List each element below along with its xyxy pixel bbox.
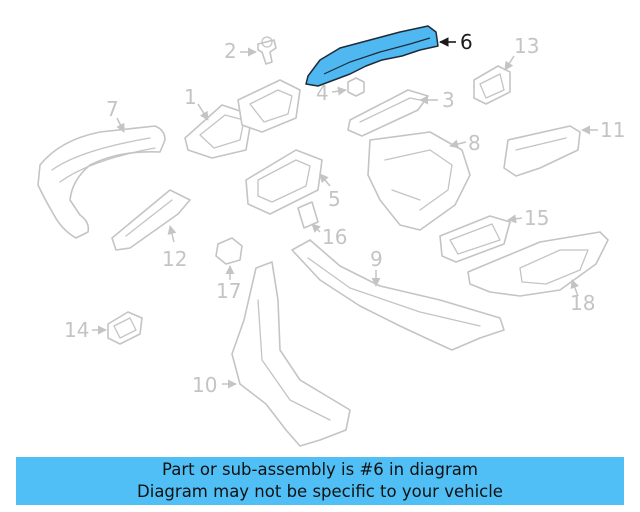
callout-8: 8: [449, 131, 481, 155]
callout-label-16: 16: [322, 225, 347, 249]
part-16: [297, 201, 319, 229]
callout-label-17: 17: [216, 279, 241, 303]
part-15: [439, 215, 511, 263]
part-12: [111, 189, 191, 251]
callout-label-13: 13: [514, 34, 539, 58]
info-banner: Part or sub-assembly is #6 in diagram Di…: [16, 457, 624, 505]
callout-16: 16: [311, 223, 347, 249]
callout-1: 1: [184, 85, 209, 121]
callout-12: 12: [162, 225, 187, 271]
callout-11: 11: [581, 118, 625, 142]
part-4: [347, 77, 365, 97]
callout-9: 9: [370, 247, 383, 287]
callout-label-7: 7: [106, 97, 119, 121]
part-7: [37, 125, 166, 239]
banner-line-2: Diagram may not be specific to your vehi…: [137, 482, 503, 501]
callout-18: 18: [570, 279, 595, 315]
part-10: [231, 261, 351, 447]
part-1: [184, 79, 301, 159]
part-2: [257, 36, 277, 65]
part-13: [473, 65, 511, 105]
callout-label-11: 11: [600, 118, 625, 142]
callout-label-9: 9: [370, 247, 383, 271]
part-5: [245, 149, 323, 215]
callout-13: 13: [504, 34, 539, 71]
callout-label-5: 5: [328, 187, 341, 211]
callout-2: 2: [224, 39, 257, 63]
part-3: [347, 89, 429, 137]
part-9: [291, 239, 505, 351]
callout-label-15: 15: [524, 206, 549, 230]
callout-15: 15: [507, 206, 549, 230]
callout-7: 7: [106, 97, 125, 133]
part-8: [367, 131, 471, 231]
callout-label-4: 4: [316, 81, 329, 105]
callout-17: 17: [216, 265, 241, 303]
callout-label-3: 3: [442, 88, 455, 112]
callout-10: 10: [192, 373, 237, 397]
part-11: [503, 125, 581, 177]
part-14: [107, 311, 143, 345]
callout-label-8: 8: [468, 131, 481, 155]
banner-line-1: Part or sub-assembly is #6 in diagram: [162, 460, 478, 479]
callout-14: 14: [64, 318, 107, 342]
callout-label-6: 6: [460, 30, 473, 54]
callout-3: 3: [419, 88, 455, 112]
parts-diagram: 7 1 2 4 3 13: [37, 25, 625, 447]
callout-label-10: 10: [192, 373, 217, 397]
part-17: [215, 237, 243, 265]
callout-label-14: 14: [64, 318, 89, 342]
callout-6: 6: [439, 30, 473, 54]
callout-4: 4: [316, 81, 347, 105]
callout-label-1: 1: [184, 85, 197, 109]
callout-label-18: 18: [570, 291, 595, 315]
callout-label-12: 12: [162, 247, 187, 271]
callout-5: 5: [319, 173, 341, 211]
callout-label-2: 2: [224, 39, 237, 63]
part-6-highlighted[interactable]: [305, 25, 439, 87]
